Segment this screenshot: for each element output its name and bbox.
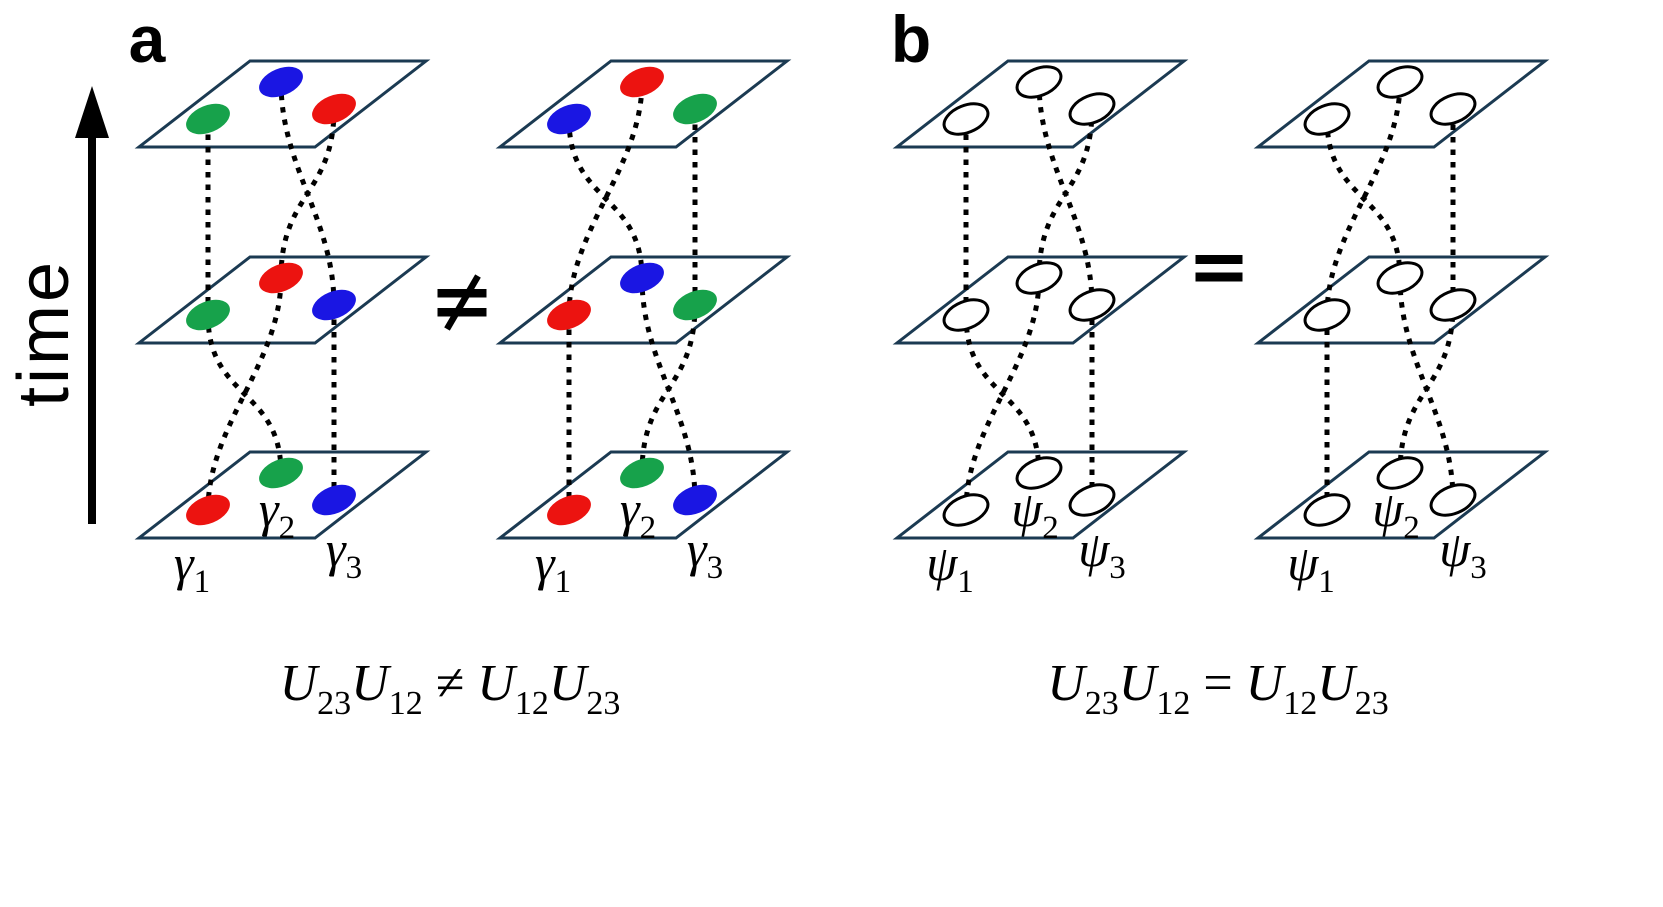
worldline xyxy=(1324,81,1403,316)
particle-green xyxy=(186,103,230,135)
particle-white xyxy=(1303,102,1351,136)
particle-white xyxy=(1429,288,1477,322)
equation-a: U23U12 ≠ U12U23 xyxy=(280,655,621,722)
not-equal-sign xyxy=(437,274,487,331)
particle-label: ψ3 xyxy=(1439,521,1487,586)
particle-green xyxy=(620,457,664,489)
particle-blue xyxy=(620,262,664,294)
particle-white xyxy=(1015,65,1063,99)
worldline xyxy=(566,118,645,279)
particle-blue xyxy=(312,289,356,321)
particle-white xyxy=(942,493,990,527)
particle-white xyxy=(1303,493,1351,527)
worldline xyxy=(963,314,1042,474)
particle-blue xyxy=(259,66,303,98)
particle-green xyxy=(673,93,717,125)
equal-bar xyxy=(1195,272,1243,282)
particle-blue xyxy=(673,484,717,516)
particle-label: γ3 xyxy=(326,521,362,586)
particle-white xyxy=(1068,288,1116,322)
stack-a-left: γ1 γ2 γ3 xyxy=(134,59,431,600)
worldline xyxy=(205,314,284,474)
particle-white xyxy=(942,102,990,136)
particle-label: γ2 xyxy=(620,481,656,546)
particle-label: γ2 xyxy=(259,481,295,546)
worldline xyxy=(205,277,284,511)
particle-white xyxy=(1015,456,1063,490)
particle-label: γ3 xyxy=(687,521,723,586)
particle-label: γ1 xyxy=(535,535,571,600)
worldline xyxy=(566,81,645,316)
particle-white xyxy=(1376,261,1424,295)
particle-green xyxy=(186,299,230,331)
particle-label: γ1 xyxy=(174,535,210,600)
time-arrow-head xyxy=(75,86,109,138)
particle-label: ψ1 xyxy=(1287,535,1335,600)
particle-red xyxy=(186,494,230,526)
equal-sign xyxy=(1195,255,1243,282)
particle-red xyxy=(547,299,591,331)
particle-white xyxy=(942,298,990,332)
particle-green xyxy=(259,457,303,489)
not-equal-slash xyxy=(444,274,481,331)
not-equal-bar xyxy=(437,289,487,298)
time-label: time xyxy=(4,259,84,407)
worldline xyxy=(1397,277,1456,501)
worldline xyxy=(278,81,337,306)
particle-label: ψ2 xyxy=(1011,481,1059,546)
worldline xyxy=(963,277,1042,511)
stack-a-right: γ1 γ2 γ3 xyxy=(495,59,792,600)
particle-blue xyxy=(312,484,356,516)
particle-red xyxy=(620,66,664,98)
particle-white xyxy=(1376,456,1424,490)
particle-white xyxy=(1015,261,1063,295)
particle-label: ψ1 xyxy=(926,535,974,600)
worldline xyxy=(1324,118,1403,279)
particle-label: ψ2 xyxy=(1372,481,1420,546)
not-equal-bar xyxy=(437,308,487,317)
particle-red xyxy=(547,494,591,526)
equation-b: U23U12 = U12U23 xyxy=(1047,655,1389,722)
equal-bar xyxy=(1195,255,1243,264)
worldline xyxy=(639,277,698,501)
particle-white xyxy=(1068,483,1116,517)
stack-b-left: ψ1 ψ2 ψ3 xyxy=(892,59,1189,600)
particle-label: ψ3 xyxy=(1078,521,1126,586)
particle-white xyxy=(1303,298,1351,332)
particle-blue xyxy=(547,103,591,135)
particle-white xyxy=(1429,483,1477,517)
stack-b-right: ψ1 ψ2 ψ3 xyxy=(1253,59,1550,600)
time-axis: time xyxy=(4,86,109,524)
panel-b-label: b xyxy=(891,2,931,76)
worldline xyxy=(1036,81,1095,306)
particle-white xyxy=(1068,92,1116,126)
particle-green xyxy=(673,289,717,321)
particle-red xyxy=(259,262,303,294)
panel-a-label: a xyxy=(129,2,167,76)
particle-red xyxy=(312,93,356,125)
particle-white xyxy=(1429,92,1477,126)
particle-white xyxy=(1376,65,1424,99)
